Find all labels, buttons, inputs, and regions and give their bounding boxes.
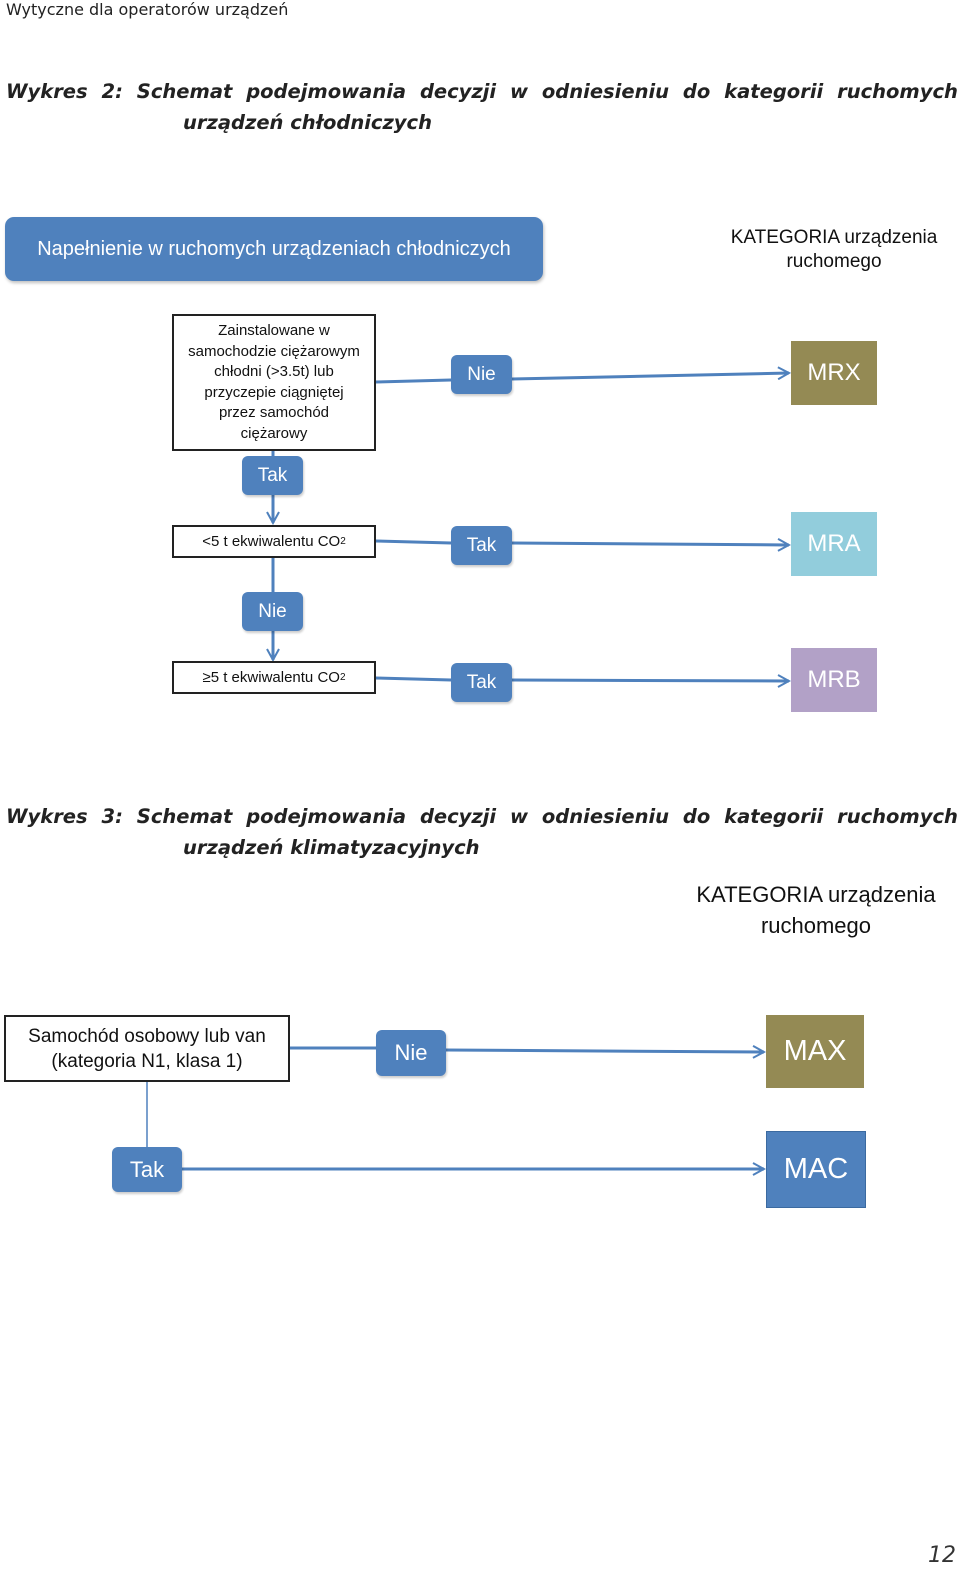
caption-word: odniesieniu — [541, 80, 670, 103]
tak-label-mra: Tak — [451, 526, 512, 565]
question-line: przyczepie ciągniętej — [204, 383, 344, 401]
connector-tak-to-mrb — [511, 680, 789, 681]
caption-word: do — [682, 805, 711, 828]
category-mra: MRA — [791, 512, 877, 576]
threshold-text: ≥5 t ekwiwalentu CO — [202, 669, 340, 686]
question-line: samochodzie ciężarowym — [188, 342, 360, 360]
diagram2-caption: Wykres 2: Schemat podejmowania decyzji w… — [6, 76, 958, 138]
question-line: chłodni (>3.5t) lub — [214, 363, 334, 380]
nie-label-down: Nie — [242, 592, 303, 631]
category-header: KATEGORIA urządzenia ruchomego — [712, 226, 956, 274]
connector-q-to-nie — [374, 378, 452, 384]
car-van-question-box: Samochód osobowy lub van (kategoria N1, … — [4, 1015, 290, 1082]
question-line: Samochód osobowy lub van — [28, 1025, 266, 1047]
connector-ge5-to-tak — [374, 676, 452, 682]
caption-word: w — [510, 805, 529, 828]
caption-word: 3: — [101, 805, 123, 828]
caption-word: w — [510, 80, 529, 103]
category-header-line2: ruchomego — [786, 251, 882, 273]
caption-word: ruchomych — [837, 805, 958, 828]
category-max: MAX — [766, 1015, 864, 1088]
caption-word: 2: — [101, 80, 123, 103]
caption-word: do — [682, 80, 711, 103]
document-header: Wytyczne dla operatorów urządzeń — [6, 0, 289, 19]
caption-word: podejmowania — [246, 805, 407, 828]
tak-label-mac: Tak — [112, 1147, 182, 1192]
category-mac: MAC — [766, 1131, 866, 1208]
question-line: przez samochód — [218, 404, 330, 421]
tak-label-mrb: Tak — [451, 663, 512, 702]
question-line: ciężarowy — [240, 424, 308, 442]
caption-word: podejmowania — [246, 80, 407, 103]
page-number: 12 — [928, 1543, 956, 1568]
tak-label-down: Tak — [242, 456, 303, 495]
truck-trailer-question-box: Zainstalowane w samochodzie ciężarowym c… — [172, 314, 376, 451]
caption-word: kategorii — [724, 80, 824, 103]
caption-word: Wykres — [6, 80, 88, 103]
connector-nie-to-max — [445, 1050, 764, 1052]
category-mrb: MRB — [791, 648, 877, 712]
caption-word: Wykres — [6, 805, 88, 828]
caption-word: decyzji — [419, 80, 497, 103]
diagram3-caption-line1: Wykres 3: Schemat podejmowania decyzji w… — [6, 801, 958, 832]
subscript: 2 — [340, 536, 346, 547]
refrigeration-banner: Napełnienie w ruchomych urządzeniach chł… — [5, 217, 543, 281]
nie-label-max: Nie — [376, 1030, 446, 1076]
diagram2-caption-line1: Wykres 2: Schemat podejmowania decyzji w… — [6, 76, 958, 107]
caption-word: Schemat — [136, 80, 233, 103]
subscript: 2 — [339, 672, 346, 683]
diagram2-caption-line2: urządzeń chłodniczych — [183, 111, 432, 134]
caption-word: decyzji — [419, 805, 497, 828]
connector-nie-to-mrx — [511, 373, 789, 381]
question-line: Zainstalowane w — [218, 322, 330, 339]
caption-word: kategorii — [724, 805, 824, 828]
question-line: (kategoria N1, klasa 1) — [51, 1050, 243, 1072]
category-header-ac: KATEGORIA urządzenia ruchomego — [676, 880, 956, 942]
threshold-text: <5 t ekwiwalentu CO — [202, 533, 341, 550]
caption-word: ruchomych — [837, 80, 958, 103]
diagram3-caption-line2: urządzeń klimatyzacyjnych — [183, 836, 480, 859]
connector-lt5-to-tak — [374, 539, 452, 545]
connector-tak-to-mra — [511, 543, 789, 545]
category-header-line2: ruchomego — [760, 912, 872, 938]
category-header-line1: KATEGORIA urządzenia — [730, 227, 938, 248]
caption-word: odniesieniu — [541, 805, 670, 828]
diagram3-caption: Wykres 3: Schemat podejmowania decyzji w… — [6, 801, 958, 863]
category-header-line1: KATEGORIA urządzenia — [696, 882, 936, 907]
caption-word: Schemat — [136, 805, 233, 828]
nie-label-mrx: Nie — [451, 355, 512, 394]
category-mrx: MRX — [791, 341, 877, 405]
